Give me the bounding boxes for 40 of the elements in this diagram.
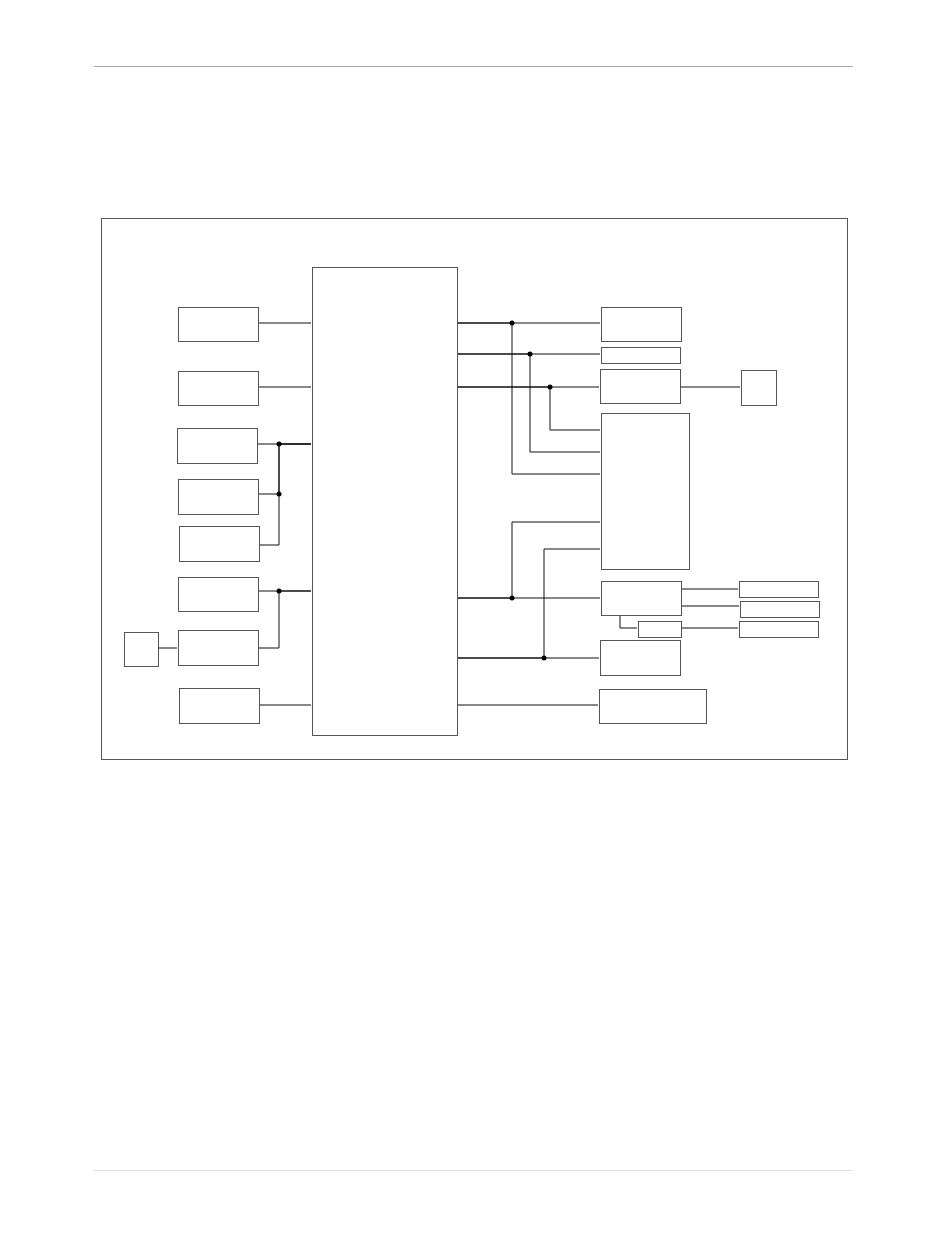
block-box	[178, 371, 259, 406]
block-box	[601, 347, 681, 364]
block-box	[178, 630, 259, 666]
connector-line	[257, 386, 312, 388]
block-box	[179, 688, 260, 724]
connector-line	[680, 627, 739, 629]
connector-line	[680, 605, 740, 607]
connector-line	[456, 386, 601, 431]
connector-line	[456, 704, 599, 706]
block-box	[600, 369, 681, 404]
block-box	[601, 413, 690, 570]
block-box	[599, 689, 707, 724]
block-box	[312, 267, 458, 736]
connector-line	[456, 322, 601, 475]
connector-line	[258, 443, 312, 546]
connector-line	[257, 590, 312, 649]
block-box	[601, 307, 682, 342]
connector-line	[258, 704, 312, 706]
block-box	[178, 577, 259, 612]
connector-line	[456, 353, 601, 453]
diagram-frame	[101, 218, 848, 760]
connector-line	[257, 322, 312, 324]
block-box	[739, 581, 819, 598]
connector-line	[619, 614, 638, 629]
block-box	[740, 601, 820, 618]
connector-line	[680, 588, 739, 590]
block-box	[124, 632, 159, 667]
block-box	[741, 370, 777, 406]
block-box	[601, 581, 682, 616]
block-box	[178, 479, 259, 515]
block-box	[179, 526, 260, 562]
block-box	[177, 428, 258, 464]
connector-line	[456, 521, 601, 599]
block-box	[638, 621, 682, 638]
block-box	[739, 621, 819, 638]
block-box	[178, 307, 259, 342]
block-box	[600, 640, 681, 676]
connector-line	[679, 386, 741, 388]
connector-line	[456, 548, 601, 659]
connector-line	[157, 647, 178, 649]
